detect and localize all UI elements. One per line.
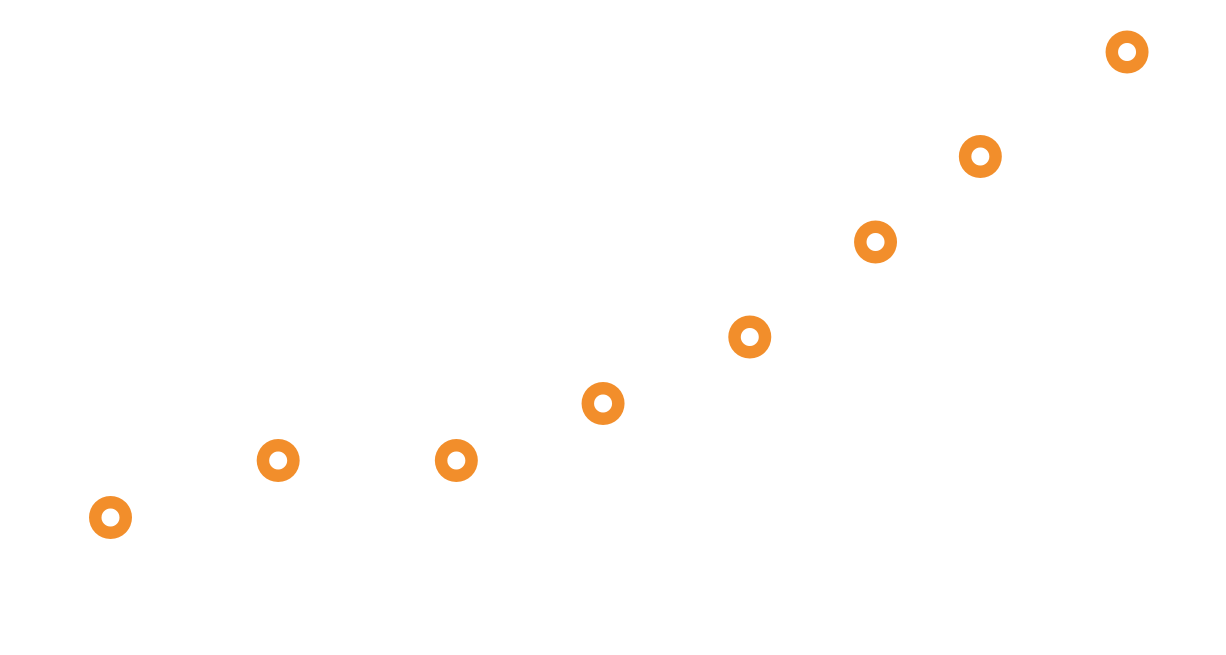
point-marker-hole [866,233,885,251]
data-point [958,135,1002,178]
data-point [581,382,625,425]
data-point [89,496,132,539]
point-marker-hole [1118,43,1137,61]
point-marker-hole [101,508,120,527]
data-point [728,315,772,359]
point-marker-hole [594,394,613,413]
point-marker-hole [447,451,466,470]
point-marker-hole [269,451,288,470]
point-marker-hole [740,328,759,346]
data-point [256,439,300,482]
data-points [89,30,1149,539]
data-point [1105,30,1149,74]
data-point [854,220,898,264]
data-point [434,439,478,482]
point-marker-hole [971,147,990,166]
